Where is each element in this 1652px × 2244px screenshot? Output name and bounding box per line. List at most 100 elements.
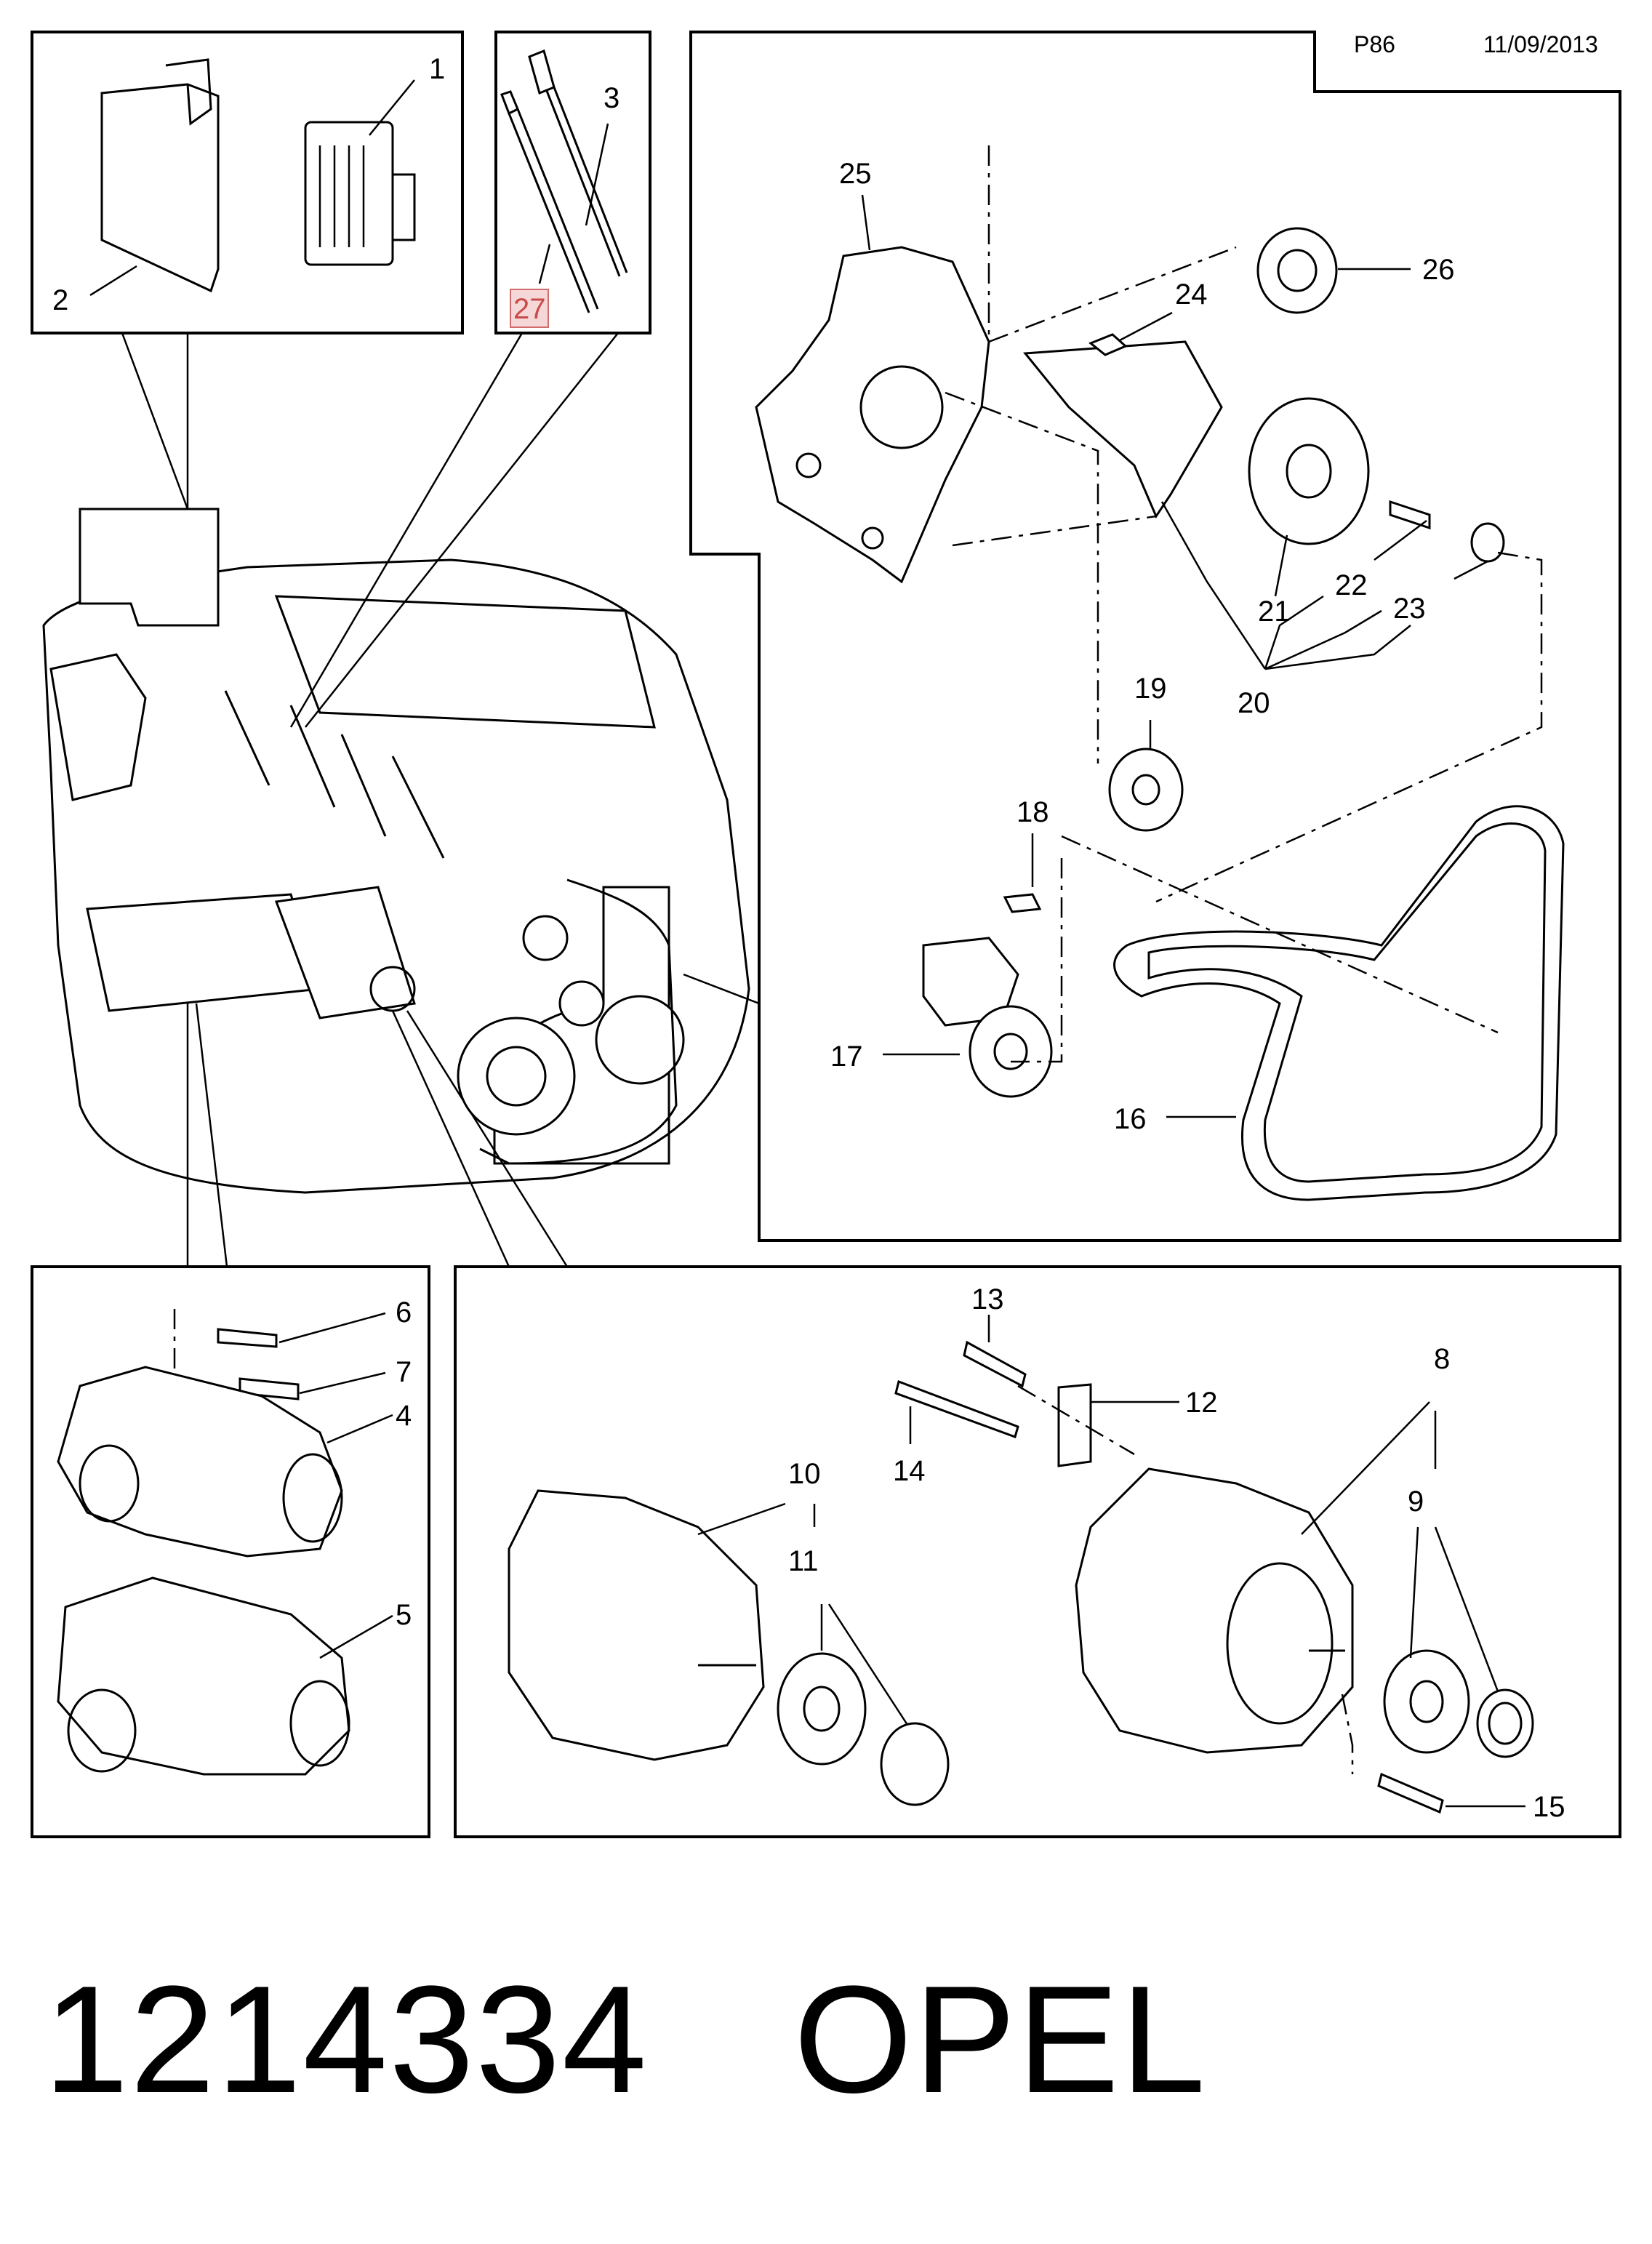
page-code: P86 xyxy=(1354,31,1395,57)
pulley-cap-11 xyxy=(880,1722,950,1806)
starter-panel-art xyxy=(57,1309,393,1776)
callout-9: 9 xyxy=(1408,1486,1424,1518)
callout-20: 20 xyxy=(1238,687,1270,719)
bolt-14 xyxy=(894,1380,1019,1438)
tensioner-bracket xyxy=(1023,340,1223,519)
leader-24 xyxy=(1119,311,1173,342)
bolt-24 xyxy=(1088,333,1128,356)
glow-plug-head xyxy=(528,49,556,95)
assembly-line-25 xyxy=(952,515,1157,547)
cylinder-head xyxy=(274,595,656,729)
callout-25: 25 xyxy=(839,158,872,190)
bolt-15 xyxy=(1377,1772,1444,1814)
assembly-line-15 xyxy=(1341,1694,1354,1774)
panel-belt-drive xyxy=(689,31,1621,1242)
panel-generator xyxy=(454,1265,1621,1838)
spacer-plate-12 xyxy=(1057,1383,1092,1467)
cap-23 xyxy=(1470,522,1505,563)
callout-22: 22 xyxy=(1335,569,1368,601)
leader-1 xyxy=(369,79,415,136)
bolt-6 xyxy=(217,1328,278,1348)
callout-10: 10 xyxy=(788,1458,821,1490)
callout-23: 23 xyxy=(1393,593,1426,625)
accessory-bracket xyxy=(755,246,990,584)
callout-1: 1 xyxy=(429,53,445,85)
tensioner-pulley-17 xyxy=(969,1005,1053,1098)
engine-assembly xyxy=(42,508,750,1194)
idler-pulley-26 xyxy=(1256,227,1338,314)
callout-21: 21 xyxy=(1258,596,1291,628)
callout-24: 24 xyxy=(1175,279,1208,310)
leader-23 xyxy=(1453,560,1488,580)
leader-8a xyxy=(1301,1401,1430,1535)
generator-panel-art xyxy=(508,1315,1534,1814)
generator-on-engine xyxy=(274,886,416,1019)
generator-8 xyxy=(1075,1467,1354,1754)
leader-6 xyxy=(278,1312,386,1344)
panel-connector-lines xyxy=(121,332,760,1267)
leader-9b xyxy=(1434,1526,1499,1692)
callout-6: 6 xyxy=(396,1297,412,1329)
fan-pulley xyxy=(595,995,685,1085)
leader-20d xyxy=(1264,625,1411,670)
brand-name: OPEL xyxy=(793,1954,1207,2125)
callout-4: 4 xyxy=(396,1400,412,1432)
leader-27 xyxy=(538,244,551,284)
leader-20b xyxy=(1264,595,1324,670)
bracket-tab xyxy=(165,58,212,126)
drive-belt-outer xyxy=(1113,805,1565,1201)
assembly-line-13 xyxy=(1017,1385,1135,1456)
starter-motor-5 xyxy=(57,1576,350,1776)
callout-14: 14 xyxy=(893,1455,926,1487)
callout-16: 16 xyxy=(1114,1103,1147,1135)
belt-drive-panel-art xyxy=(755,145,1565,1201)
tensioner-pulley-21 xyxy=(1248,397,1370,545)
starter-motor-4 xyxy=(57,1366,343,1558)
leader-21 xyxy=(1274,534,1288,597)
washer-9 xyxy=(1476,1688,1534,1758)
callout-5: 5 xyxy=(396,1599,412,1631)
panel-control-module xyxy=(31,31,464,334)
part-number: 1214334 xyxy=(44,1954,649,2125)
engine-control-module xyxy=(79,508,220,627)
leader-4 xyxy=(326,1414,393,1444)
generator-pulley-9 xyxy=(1383,1649,1470,1754)
leader-7 xyxy=(299,1371,386,1395)
leader-20a xyxy=(1160,501,1267,670)
callout-17: 17 xyxy=(830,1041,863,1073)
idler-pulley-19 xyxy=(1108,748,1184,832)
intake-housing xyxy=(49,653,147,801)
drive-belt-inner xyxy=(1147,822,1547,1183)
leader-5 xyxy=(319,1614,393,1659)
assembly-line-19 xyxy=(945,391,1099,764)
callout-27-highlight xyxy=(510,289,549,328)
crank-pulley xyxy=(457,1017,576,1136)
glow-plug-panel-art xyxy=(500,49,628,328)
assembly-line-18 xyxy=(1011,858,1063,1063)
leader-20c xyxy=(1264,609,1382,670)
revision-date: 11/09/2013 xyxy=(1483,31,1598,57)
assembly-line-17 xyxy=(1061,835,1499,1034)
control-module-panel-art xyxy=(89,58,416,297)
glow-plug-tip xyxy=(500,90,519,116)
callout-11: 11 xyxy=(788,1545,819,1577)
callout-8: 8 xyxy=(1434,1343,1450,1375)
callout-19: 19 xyxy=(1134,673,1167,705)
bolt-22 xyxy=(1389,500,1431,530)
idler-pulley-on-engine xyxy=(522,915,569,961)
bolt-13 xyxy=(963,1340,1027,1388)
callout-3: 3 xyxy=(604,82,620,114)
callout-13: 13 xyxy=(971,1283,1004,1315)
leader-9a xyxy=(1409,1526,1419,1659)
leader-11b xyxy=(827,1603,909,1726)
leader-25 xyxy=(861,194,871,251)
parts-diagram: P86 11/09/2013 1 2 xyxy=(31,31,1621,1838)
generator-10 xyxy=(508,1489,765,1761)
leader-3 xyxy=(585,123,609,226)
module-connector xyxy=(391,173,416,241)
callout-7: 7 xyxy=(396,1356,412,1388)
panel-starter xyxy=(31,1265,430,1838)
assembly-line-23 xyxy=(1155,551,1543,903)
panel-glow-plug xyxy=(494,31,651,334)
